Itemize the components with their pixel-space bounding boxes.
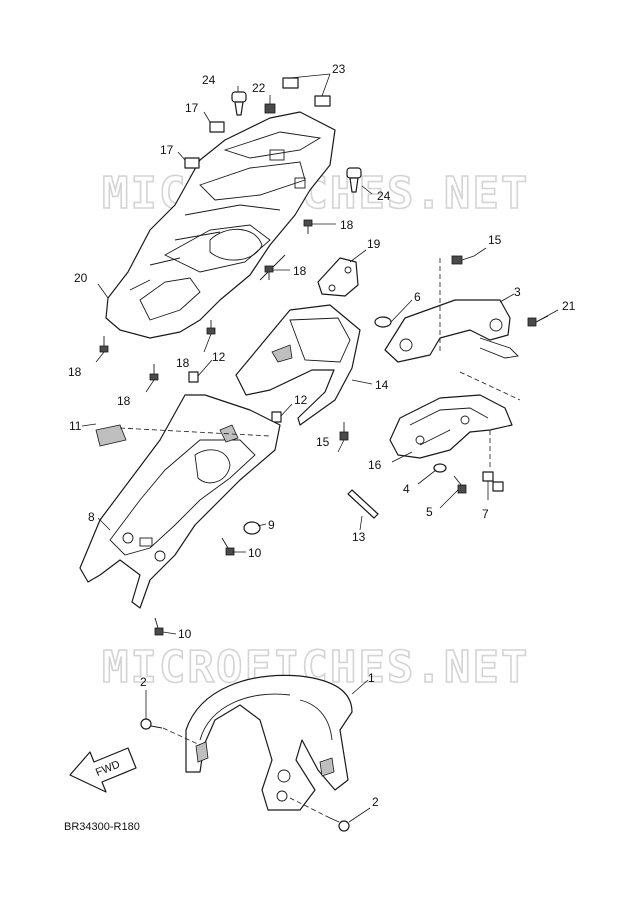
part-7-nut-b — [492, 481, 504, 492]
part-18-bolt-e — [149, 364, 159, 381]
callout-8: 8 — [88, 510, 95, 524]
part-10-bolt-b — [154, 617, 164, 636]
callout-5: 5 — [426, 505, 433, 519]
leader-lines — [81, 73, 559, 823]
part-5-bolt — [453, 475, 467, 494]
callout-11: 11 — [69, 419, 82, 433]
part-15-bolt-a — [451, 255, 475, 265]
part-20-rear-frame — [105, 111, 336, 339]
part-24-pin-a — [231, 91, 247, 116]
callout-18-c: 18 — [176, 356, 190, 370]
part-12-nut-b — [271, 411, 282, 423]
callout-2-a: 2 — [140, 675, 147, 689]
callout-23: 23 — [332, 62, 346, 76]
callout-4: 4 — [403, 482, 410, 496]
part-15-bolt-b — [339, 422, 349, 441]
part-10-bolt-a — [221, 537, 235, 556]
part-18-bolt-a — [303, 219, 313, 234]
callout-6: 6 — [414, 290, 421, 304]
callout-18-e: 18 — [117, 394, 131, 408]
part-16-license-bracket — [389, 394, 513, 459]
callout-13: 13 — [352, 530, 366, 544]
part-18-bolt-c — [206, 320, 216, 335]
part-24-pin-b — [346, 167, 362, 193]
part-18-bolt-b — [264, 265, 274, 280]
callout-20: 20 — [74, 271, 88, 285]
callout-12-a: 12 — [212, 350, 226, 364]
assembly-line-b — [119, 427, 271, 437]
part-1-front-fender — [185, 674, 353, 811]
assembly-line-c — [459, 371, 521, 470]
callout-17-b: 17 — [160, 143, 174, 157]
part-23-clip-a — [282, 77, 299, 89]
callout-12-b: 12 — [294, 393, 308, 407]
callout-18-b: 18 — [293, 264, 307, 278]
callout-22: 22 — [252, 81, 266, 95]
part-11-label — [95, 424, 127, 447]
part-7-nut-a — [482, 471, 494, 482]
callout-16: 16 — [368, 458, 382, 472]
callout-15-a: 15 — [488, 233, 502, 247]
part-2-screw-b — [329, 817, 350, 832]
callout-7: 7 — [482, 507, 489, 521]
part-9-grommet — [243, 521, 261, 535]
part-2-screw-a — [140, 718, 163, 730]
part-8-rear-fender — [79, 394, 281, 609]
diagram-code: BR34300-R180 — [64, 821, 140, 833]
part-18-bolt-d — [99, 336, 109, 353]
part-17-clip-b — [184, 157, 200, 169]
callout-18-d: 18 — [68, 365, 82, 379]
callout-1: 1 — [368, 671, 375, 685]
callout-10-b: 10 — [178, 627, 192, 641]
callout-21: 21 — [562, 299, 576, 313]
callout-19: 19 — [367, 237, 381, 251]
part-4-washer — [433, 463, 447, 473]
part-22-nut — [264, 103, 276, 114]
callout-9: 9 — [268, 518, 275, 532]
callout-2-b: 2 — [372, 795, 379, 809]
part-14-tail-cover — [235, 304, 361, 426]
part-13-band — [347, 489, 379, 519]
part-17-clip-a — [209, 121, 225, 133]
part-6-damper — [374, 316, 392, 328]
assembly-line-d — [162, 727, 331, 819]
callout-17-a: 17 — [185, 101, 199, 115]
callout-14: 14 — [375, 378, 389, 392]
part-12-nut-a — [188, 371, 199, 383]
part-19-bracket — [317, 257, 359, 297]
part-23-clip-b — [314, 95, 331, 107]
callout-15-b: 15 — [316, 435, 330, 449]
fwd-arrow-icon: FWD — [69, 747, 137, 793]
callout-24-a: 24 — [202, 73, 216, 87]
callout-18-a: 18 — [340, 218, 354, 232]
part-3-bracket — [384, 299, 511, 363]
callout-10-a: 10 — [248, 546, 262, 560]
callout-24-b: 24 — [377, 189, 391, 203]
callout-3: 3 — [514, 285, 521, 299]
